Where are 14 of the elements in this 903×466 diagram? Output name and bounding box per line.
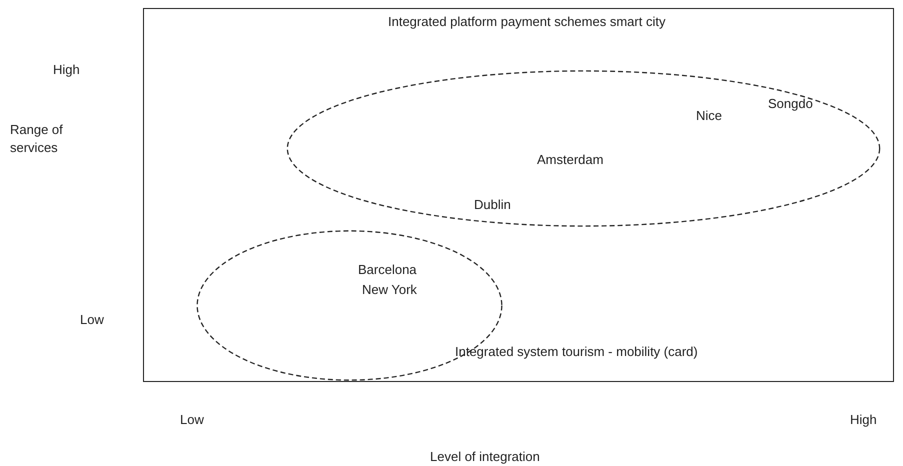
axis-label: Low — [180, 411, 204, 429]
axis-label: Range of services — [10, 121, 64, 157]
ellipse-label: New York — [362, 281, 417, 299]
axis-label: High — [53, 61, 80, 79]
ellipse-label: Barcelona — [358, 261, 417, 279]
ellipse-label: Integrated system tourism - mobility (card) — [455, 343, 698, 361]
ellipse-label: Integrated platform payment schemes smart city — [388, 13, 666, 31]
ellipse-label: Dublin — [474, 196, 511, 214]
axis-label: Low — [80, 311, 104, 329]
ellipse-label: Nice — [696, 107, 722, 125]
ellipse-label: Amsterdam — [537, 151, 604, 169]
axis-label: High — [850, 411, 877, 429]
axis-label: Level of integration — [430, 448, 540, 466]
ellipse-label: Songdo — [768, 95, 813, 113]
